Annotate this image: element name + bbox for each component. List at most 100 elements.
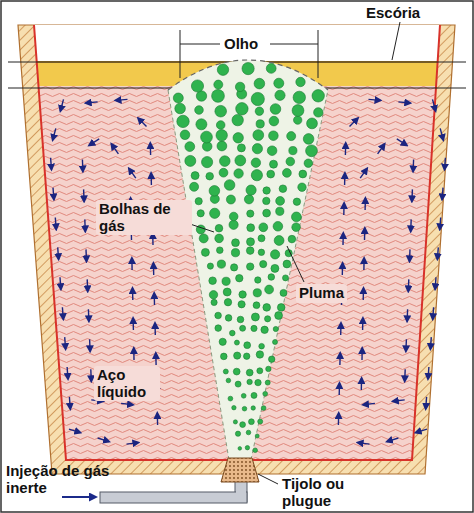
gas-bubble — [269, 356, 275, 362]
flow-arrow — [441, 188, 443, 200]
gas-bubble — [173, 93, 183, 103]
gas-bubble — [251, 406, 255, 410]
flow-arrow — [416, 429, 427, 433]
gas-bubble — [293, 91, 305, 103]
flow-arrow — [133, 348, 135, 360]
flow-arrow — [433, 99, 436, 111]
gas-bubble — [259, 223, 268, 232]
gas-bubble — [277, 304, 285, 312]
gas-bubble — [269, 131, 279, 141]
flow-arrow — [86, 279, 88, 291]
flow-arrow — [338, 413, 340, 425]
flow-arrow — [121, 403, 133, 404]
flow-arrow — [89, 339, 91, 351]
gas-bubble — [255, 277, 261, 283]
gas-bubble — [232, 239, 240, 247]
gas-bubble — [246, 369, 253, 376]
gas-bubble — [239, 291, 246, 298]
flow-arrow — [397, 139, 407, 146]
gas-bubble — [283, 260, 291, 268]
gas-bubble — [247, 210, 254, 217]
flow-arrow — [409, 249, 411, 261]
gas-bubble — [185, 155, 196, 166]
gas-bubble — [306, 145, 318, 157]
flow-arrow — [398, 102, 410, 103]
flow-arrow — [425, 397, 427, 409]
gas-bubble — [273, 326, 278, 331]
gas-bubble — [296, 77, 305, 86]
flow-arrow — [412, 160, 414, 172]
gas-bubble — [196, 119, 207, 130]
gas-bubble — [231, 264, 238, 271]
gas-bubble — [209, 277, 217, 285]
gas-bubble — [242, 63, 254, 75]
gas-bubble — [219, 338, 226, 345]
gas-bubble — [249, 419, 255, 425]
gas-bubble — [289, 147, 297, 155]
gas-bubble — [251, 92, 264, 105]
gas-bubble — [298, 183, 306, 191]
gas-bubble — [261, 406, 266, 411]
gas-bubble — [191, 80, 203, 92]
gas-bubble — [240, 325, 246, 331]
gas-bubble — [271, 264, 279, 272]
gas-bubble — [217, 64, 228, 75]
flow-arrow — [358, 443, 370, 445]
flow-arrow — [83, 189, 85, 201]
flow-arrow — [82, 160, 84, 172]
gas-bubble — [253, 302, 260, 309]
flow-arrow — [131, 258, 133, 270]
gas-bubble — [233, 133, 243, 143]
gas-bubble — [266, 366, 271, 371]
gas-bubble — [270, 160, 278, 168]
gas-bubble — [236, 103, 248, 115]
flow-arrow — [344, 173, 346, 185]
flow-arrow — [345, 143, 347, 155]
gas-bubble — [251, 313, 259, 321]
flow-arrow — [393, 400, 405, 401]
flow-arrow — [405, 339, 407, 351]
flow-arrow — [361, 348, 363, 360]
gas-bubble — [247, 379, 252, 384]
flow-arrow — [66, 367, 68, 379]
gas-bubble — [274, 236, 284, 246]
flow-arrow — [111, 144, 118, 154]
part-label: Tijolo ou plugue — [282, 476, 362, 509]
gas-bubble — [215, 325, 222, 332]
flow-arrow — [84, 219, 86, 231]
flow-arrow — [153, 293, 155, 305]
gas-bubble — [217, 141, 227, 151]
flow-arrow — [89, 139, 99, 146]
gas-bubble — [246, 247, 254, 255]
gas-bubble — [237, 144, 245, 152]
gas-bubble — [292, 223, 301, 232]
flow-arrow — [157, 413, 159, 425]
gas-bubble — [246, 185, 256, 195]
flow-arrow — [132, 288, 134, 300]
flow-arrow — [69, 429, 80, 433]
part-label: Aço líquido — [94, 366, 160, 401]
gas-bubble — [223, 288, 231, 296]
gas-bubble — [258, 249, 264, 255]
gas-bubble — [241, 393, 246, 398]
gas-bubble — [235, 431, 240, 436]
gas-bubble — [304, 159, 312, 167]
gas-bubble — [266, 64, 276, 74]
gas-bubble — [275, 312, 283, 320]
gas-bubble — [259, 343, 265, 349]
gas-bubble — [226, 195, 235, 204]
gas-bubble — [209, 291, 217, 299]
gas-bubble — [279, 185, 287, 193]
flow-arrow — [59, 277, 61, 289]
gas-bubble — [251, 170, 262, 181]
gas-bubble — [247, 238, 255, 246]
gas-bubble — [253, 448, 258, 453]
gas-bubble — [234, 169, 243, 178]
gas-bubble — [177, 115, 189, 127]
gas-bubble — [233, 420, 237, 424]
flow-arrow — [342, 233, 344, 245]
gas-bubble — [233, 368, 240, 375]
gas-bubble — [270, 104, 281, 115]
